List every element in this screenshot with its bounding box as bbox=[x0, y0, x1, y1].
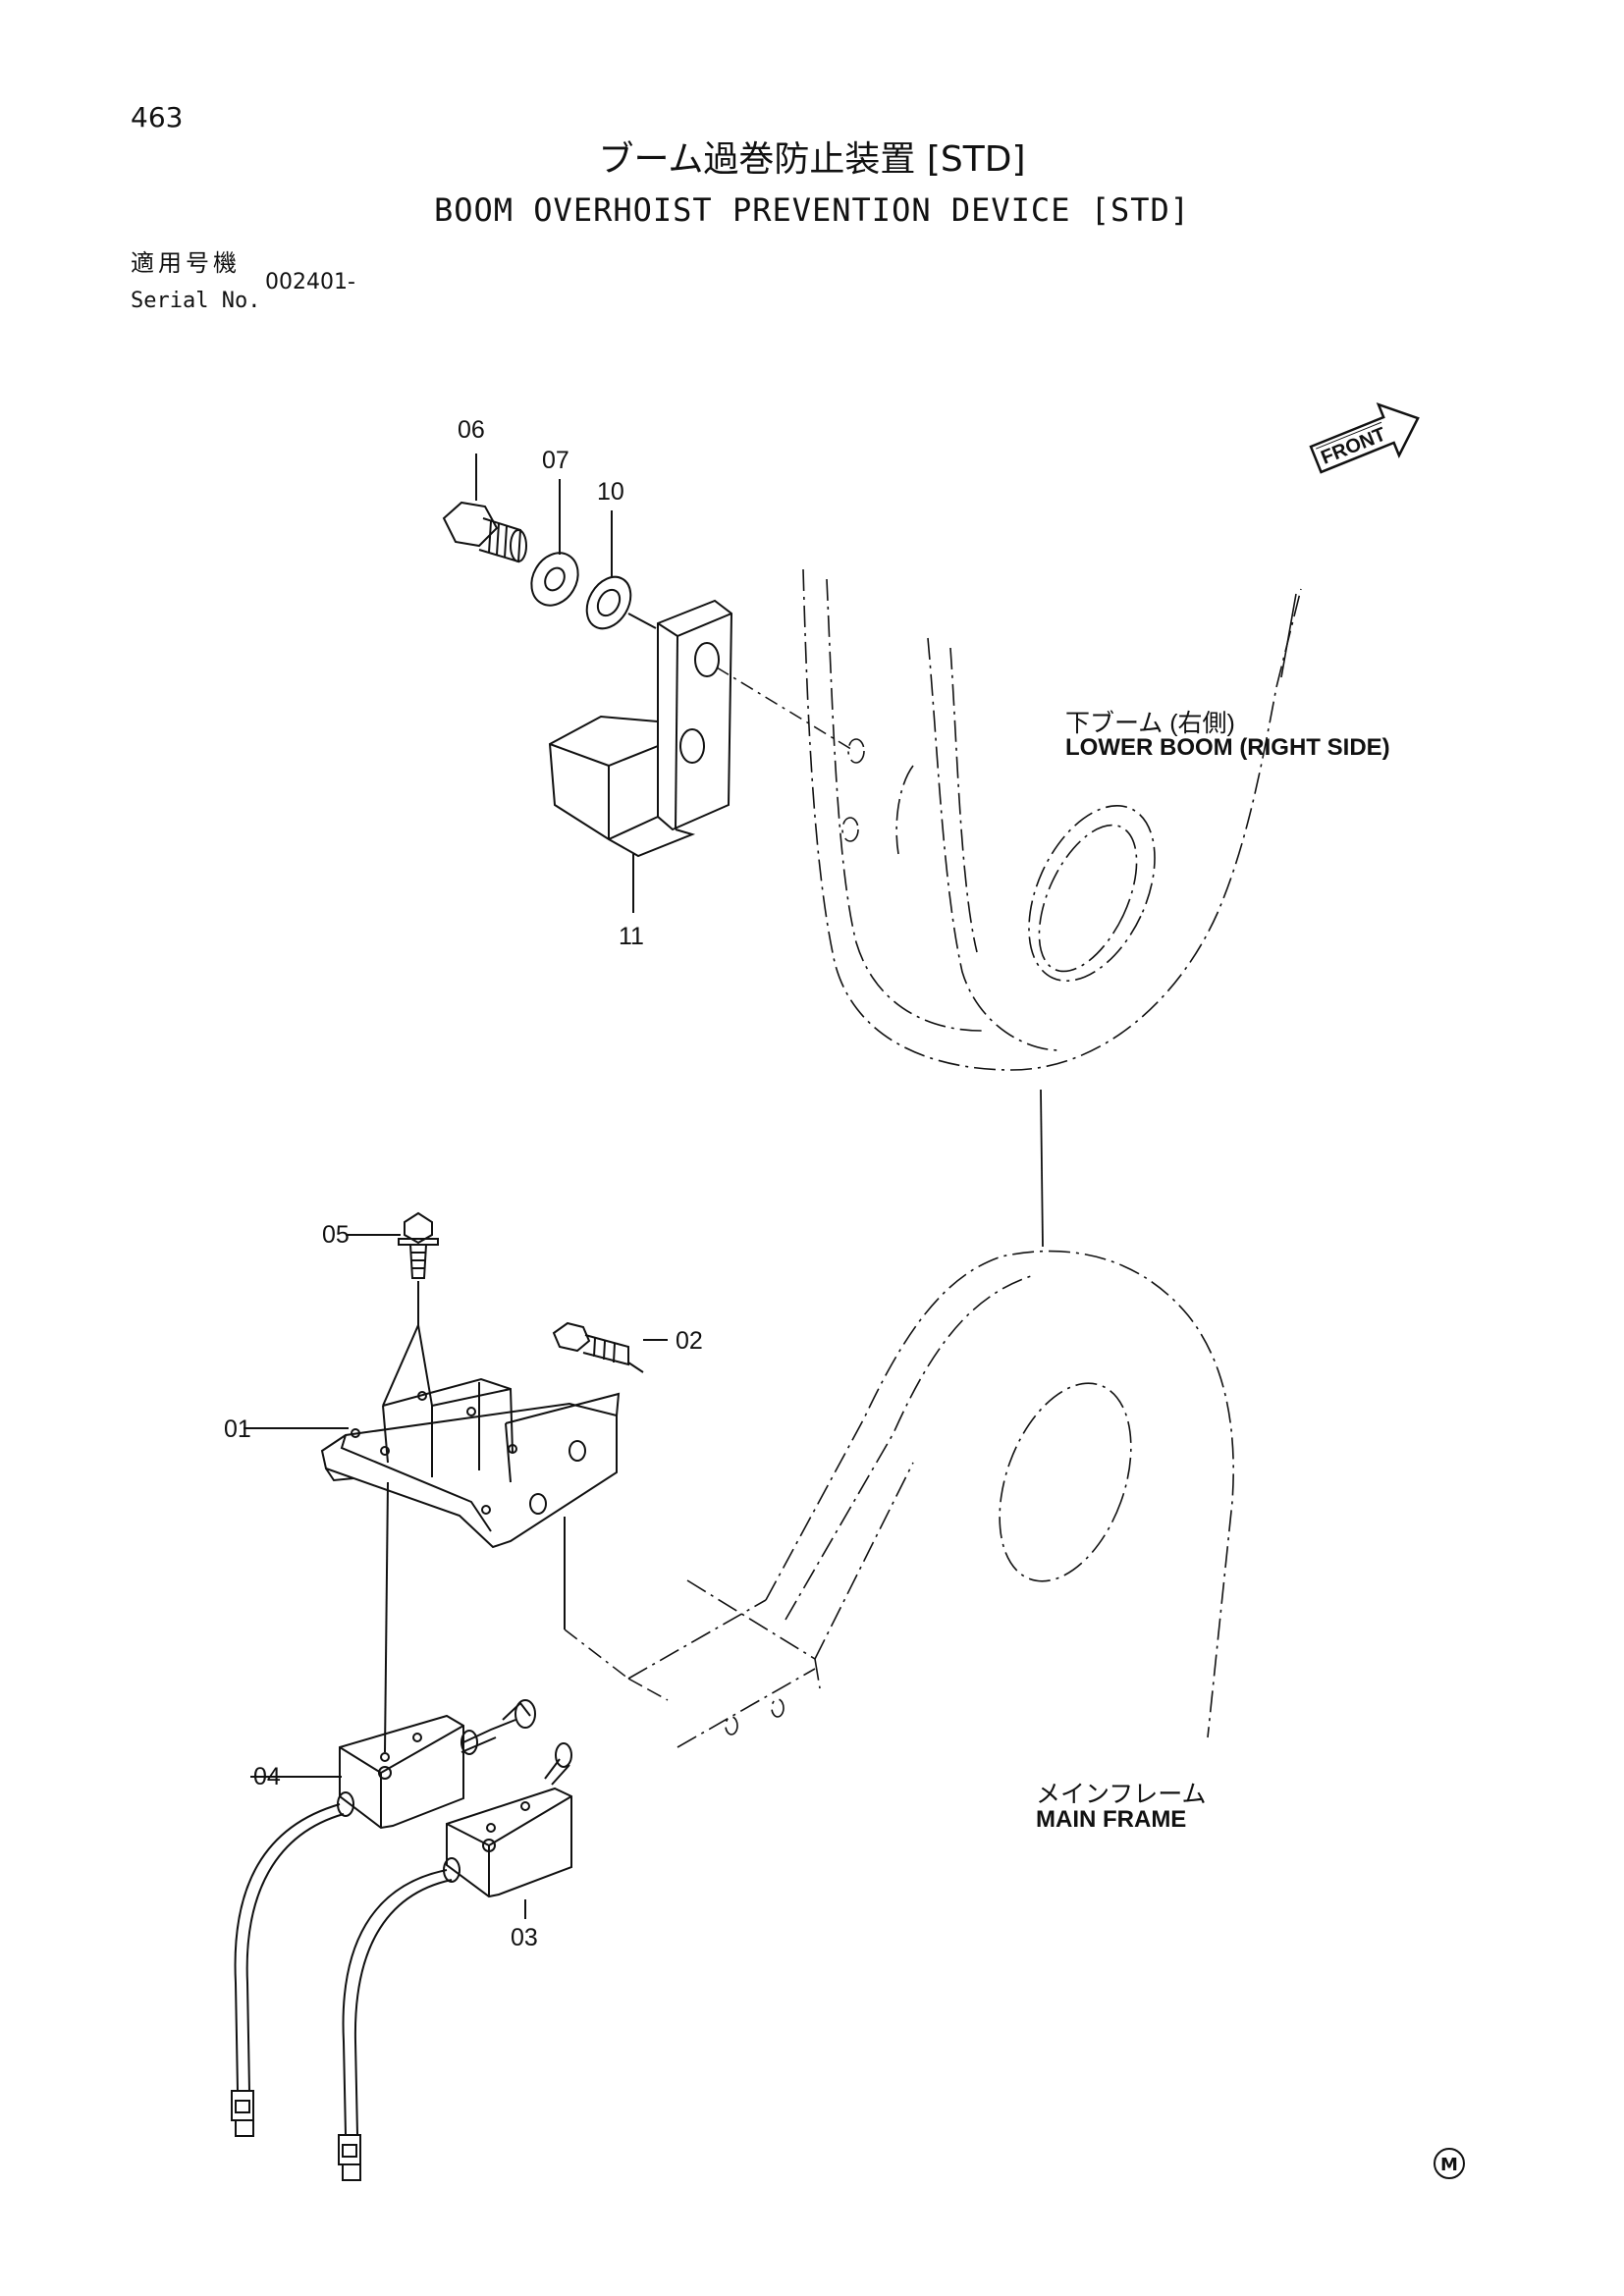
lower-boom-label-jp: 下ブーム (右側) bbox=[1065, 710, 1235, 737]
part-label-07: 07 bbox=[542, 447, 569, 474]
part-03-connector bbox=[338, 2134, 361, 2181]
part-06-bolt bbox=[442, 501, 527, 563]
part-03-limit-switch bbox=[443, 1742, 572, 1898]
part-label-02: 02 bbox=[676, 1327, 703, 1355]
title-en: BOOM OVERHOIST PREVENTION DEVICE [STD] bbox=[433, 191, 1191, 229]
part-02-bolt bbox=[552, 1321, 629, 1366]
page-number: 463 bbox=[131, 101, 184, 133]
front-arrow-icon: FRONT bbox=[1309, 401, 1420, 474]
part-label-01: 01 bbox=[224, 1415, 251, 1443]
main-frame-outline bbox=[627, 1250, 1234, 1748]
part-label-03: 03 bbox=[511, 1924, 538, 1951]
part-07-washer bbox=[530, 552, 579, 607]
lower-boom-outline bbox=[802, 568, 1302, 1071]
title-jp: ブーム過巻防止装置 [STD] bbox=[598, 139, 1026, 180]
part-label-06: 06 bbox=[458, 416, 485, 444]
main-frame-label-jp: メインフレーム bbox=[1036, 1781, 1207, 1808]
part-05-bolt bbox=[398, 1211, 439, 1279]
part-label-04: 04 bbox=[253, 1763, 281, 1790]
m-mark-icon: M bbox=[1434, 2148, 1465, 2179]
serial-value: 002401- bbox=[265, 270, 355, 294]
part-04-limit-switch bbox=[337, 1699, 536, 1830]
part-label-05: 05 bbox=[322, 1221, 350, 1249]
part-04-connector bbox=[231, 2090, 254, 2137]
part-label-11: 11 bbox=[619, 923, 644, 950]
main-frame-label-en: MAIN FRAME bbox=[1036, 1806, 1187, 1833]
lower-boom-label-en: LOWER BOOM (RIGHT SIDE) bbox=[1065, 734, 1390, 761]
part-01-bracket bbox=[320, 1377, 621, 1549]
part-11-stopper bbox=[548, 599, 733, 858]
serial-label-jp: 適用号機 bbox=[131, 249, 241, 277]
serial-label-en: Serial No. bbox=[131, 289, 261, 313]
part-label-10: 10 bbox=[597, 478, 624, 506]
part-10-washer bbox=[585, 575, 632, 630]
